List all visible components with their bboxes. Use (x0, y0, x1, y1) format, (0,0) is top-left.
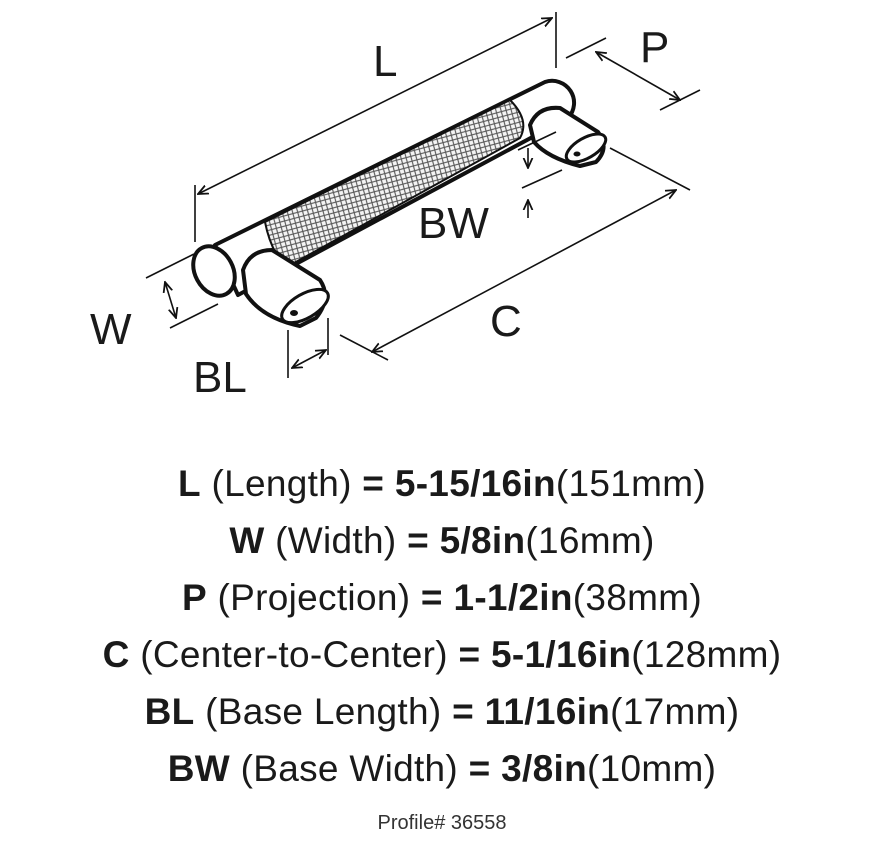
spec-mm: (128mm) (631, 634, 782, 675)
spec-imperial: 3/8in (501, 748, 587, 789)
dimension-lines (145, 12, 701, 378)
spec-line-bl: BL (Base Length) = 11/16in(17mm) (0, 683, 884, 740)
spec-mm: (16mm) (525, 520, 655, 561)
specifications-list: L (Length) = 5-15/16in(151mm)W (Width) =… (0, 455, 884, 797)
spec-eq: = (407, 520, 429, 561)
spec-line-w: W (Width) = 5/8in(16mm) (0, 512, 884, 569)
spec-mm: (10mm) (586, 748, 717, 789)
spec-line-bw: BW (Base Width) = 3/8in(10mm) (0, 740, 884, 797)
spec-mm: (38mm) (572, 577, 703, 618)
profile-number: Profile# 36558 (377, 812, 507, 834)
label-BW: BW (418, 199, 489, 248)
spec-line-l: L (Length) = 5-15/16in(151mm) (0, 455, 884, 512)
spec-key: P (181, 577, 207, 618)
spec-line-c: C (Center-to-Center) = 5-1/16in(128mm) (0, 626, 884, 683)
spec-eq: = (468, 748, 491, 789)
spec-key: C (102, 634, 130, 675)
spec-key: BL (144, 691, 195, 732)
spec-imperial: 5/8in (439, 520, 526, 561)
spec-mm: (17mm) (610, 691, 740, 732)
left-post (241, 248, 330, 328)
label-W: W (90, 305, 132, 354)
left-end-cap (191, 244, 237, 298)
spec-imperial: 5-15/16in (394, 463, 556, 504)
spec-imperial: 11/16in (484, 691, 611, 732)
label-BL: BL (193, 353, 247, 402)
label-C: C (490, 297, 522, 346)
spec-eq: = (420, 577, 443, 618)
spec-desc: (Projection) (217, 577, 411, 618)
label-L: L (373, 37, 397, 86)
spec-mm: (151mm) (555, 463, 707, 504)
handle-dimension-diagram: L P BW W C BL (90, 12, 701, 402)
spec-desc: (Base Length) (205, 691, 442, 732)
spec-key: L (177, 463, 201, 504)
spec-eq: = (362, 463, 385, 504)
right-post (528, 105, 608, 168)
spec-line-p: P (Projection) = 1-1/2in(38mm) (0, 569, 884, 626)
spec-imperial: 5-1/16in (491, 634, 632, 675)
spec-eq: = (452, 691, 474, 732)
spec-imperial: 1-1/2in (453, 577, 573, 618)
spec-key: BW (167, 748, 231, 789)
spec-desc: (Length) (211, 463, 352, 504)
label-P: P (640, 23, 669, 72)
spec-eq: = (458, 634, 481, 675)
spec-key: W (229, 520, 265, 561)
spec-desc: (Base Width) (240, 748, 459, 789)
spec-desc: (Width) (275, 520, 397, 561)
spec-desc: (Center-to-Center) (140, 634, 448, 675)
